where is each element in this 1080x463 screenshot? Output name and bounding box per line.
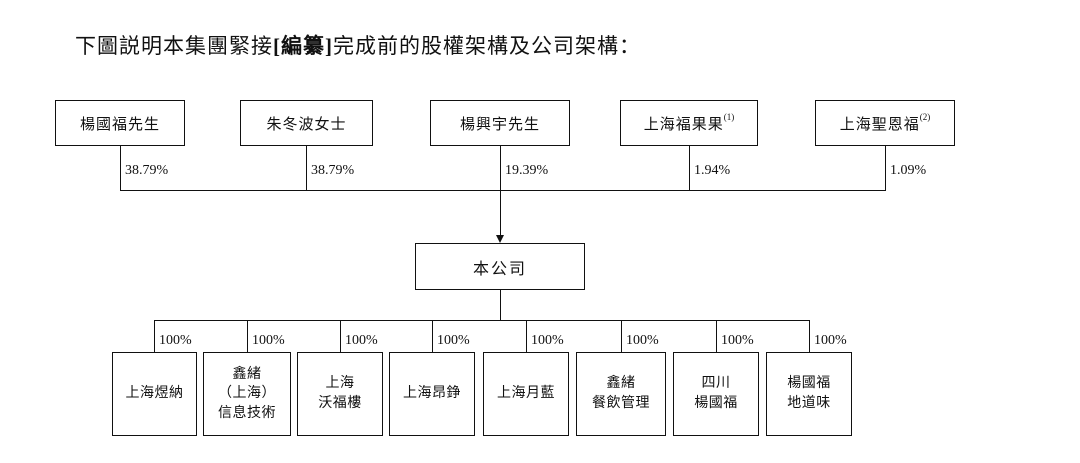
shareholder-footnote: (1) [723,112,735,122]
ownership-percentage: 19.39% [505,163,549,178]
company-box: 本公司 [415,243,585,290]
shareholder-name: 朱冬波女士 [266,116,347,133]
subsidiary-box: 上海月藍 [483,352,569,436]
arrow-down-icon [496,235,504,243]
subsidiary-box: 上海煜納 [112,352,197,436]
connector-line [885,146,886,190]
subsidiary-box: 上海 沃福樓 [297,352,383,436]
connector-line [689,146,690,190]
subsidiary-name: 上海 沃福樓 [318,376,362,411]
subsidiary-percentage: 100% [159,333,192,348]
shareholder-box: 上海聖恩福(2) [815,100,955,146]
diagram-title: 下圖説明本集團緊接[編纂]完成前的股權架構及公司架構： [75,30,641,60]
shareholder-name: 楊國福先生 [79,116,160,133]
connector-line [500,146,501,190]
connector-line [716,320,717,352]
connector-line [340,320,341,352]
connector-line [500,190,501,236]
subsidiary-box: 楊國福 地道味 [766,352,852,436]
subsidiary-name: 上海煜納 [125,386,184,402]
subsidiary-percentage: 100% [345,333,378,348]
subsidiary-name: 鑫緒 餐飲管理 [592,376,650,411]
shareholder-name: 上海福果果 [643,116,724,133]
subsidiary-name: 四川 楊國福 [694,376,738,411]
ownership-percentage: 1.94% [694,163,731,178]
shareholder-box: 朱冬波女士 [240,100,373,146]
subsidiary-name: 上海昂錚 [403,386,461,402]
connector-line [526,320,527,352]
subsidiary-name: 鑫緒 （上海） 信息技術 [218,366,276,421]
subsidiary-percentage: 100% [814,333,847,348]
connector-line [154,320,155,352]
connector-line [154,320,809,321]
subsidiary-percentage: 100% [437,333,470,348]
title-suffix: 完成前的股權架構及公司架構： [333,34,641,58]
shareholder-box: 楊興宇先生 [430,100,570,146]
subsidiary-box: 四川 楊國福 [673,352,759,436]
connector-line [120,146,121,190]
title-prefix: 下圖説明本集團緊接 [75,34,273,58]
subsidiary-box: 上海昂錚 [389,352,475,436]
subsidiary-name: 楊國福 地道味 [787,376,831,411]
shareholder-name: 上海聖恩福 [839,116,920,133]
ownership-percentage: 38.79% [125,163,169,178]
subsidiary-name: 上海月藍 [497,386,555,402]
connector-line [621,320,622,352]
connector-line [432,320,433,352]
company-name: 本公司 [472,260,527,278]
connector-line [306,146,307,190]
subsidiary-percentage: 100% [626,333,659,348]
title-bracket: [編纂] [273,34,333,58]
ownership-percentage: 38.79% [311,163,355,178]
subsidiary-percentage: 100% [252,333,285,348]
connector-line [247,320,248,352]
subsidiary-box: 鑫緒 餐飲管理 [576,352,666,436]
ownership-percentage: 1.09% [890,163,927,178]
subsidiary-percentage: 100% [721,333,754,348]
connector-line [500,290,501,320]
shareholder-box: 上海福果果(1) [620,100,758,146]
shareholder-footnote: (2) [919,112,931,122]
connector-line [120,190,886,191]
shareholder-box: 楊國福先生 [55,100,185,146]
subsidiary-percentage: 100% [531,333,564,348]
shareholder-name: 楊興宇先生 [459,116,540,133]
connector-line [809,320,810,352]
subsidiary-box: 鑫緒 （上海） 信息技術 [203,352,291,436]
